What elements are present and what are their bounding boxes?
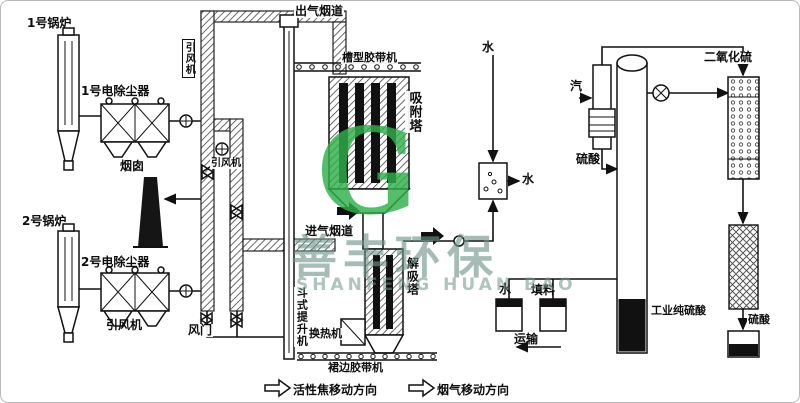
gas-flow-arrow-icon <box>421 227 444 245</box>
label-bucket-elevator: 斗式提升机 <box>294 287 309 347</box>
label-so2: 二氧化硫 <box>703 50 754 65</box>
label-acid-2: 硫酸 <box>747 313 771 327</box>
label-chimney: 烟囱 <box>120 159 145 173</box>
legend-coke-flow: 活性焦移动方向 <box>293 381 377 398</box>
label-fan-2: 引风机 <box>210 158 242 170</box>
label-packing: 填料 <box>531 283 556 297</box>
heat-exchanger-box <box>340 318 366 346</box>
fan-icon <box>179 284 193 298</box>
label-skirt-belt: 裙边胶带机 <box>327 361 384 375</box>
label-steam: 汽 <box>570 79 583 93</box>
valve-icon <box>229 203 244 221</box>
so2-tower <box>727 76 760 180</box>
esp-1 <box>100 97 170 158</box>
label-transport: 运输 <box>514 332 539 346</box>
label-inlet-flue: 进气烟道 <box>304 224 355 239</box>
hollow-arrow-icon <box>264 378 292 398</box>
packing-tank <box>539 298 567 332</box>
esp-2 <box>100 266 170 327</box>
label-water-tank: 水 <box>499 282 512 296</box>
skirt-belt <box>297 352 437 361</box>
valve-circle-icon <box>453 235 465 247</box>
legend-coke-label: 活性焦移动方向 <box>293 383 378 397</box>
gas-flow-arrow-icon <box>337 202 360 220</box>
hollow-arrow-icon <box>408 378 436 398</box>
label-damper: 风门 <box>187 323 214 338</box>
label-boiler-2: 2号锅炉 <box>22 214 67 228</box>
label-heat-exchanger: 换热机 <box>308 327 343 341</box>
stripper-column <box>588 64 616 150</box>
label-fan-3: 引风机 <box>106 318 143 332</box>
label-water-out: 水 <box>522 172 535 186</box>
label-esp-1: 1号电除尘器 <box>81 84 150 98</box>
boiler-2 <box>57 223 80 343</box>
water-tank <box>495 298 523 332</box>
label-boiler-1: 1号锅炉 <box>27 16 72 30</box>
fan-icon <box>215 142 229 156</box>
acid-product-tank <box>727 330 760 358</box>
label-outlet-flue: 出气烟道 <box>294 4 345 19</box>
label-desorption-tower: 解吸塔 <box>404 257 420 296</box>
damper-icon <box>199 311 214 329</box>
label-adsorption-tower: 吸附塔 <box>405 91 422 133</box>
acid-column <box>616 54 648 354</box>
label-water-in: 水 <box>482 40 495 54</box>
packed-vessel <box>728 224 759 310</box>
desorption-tower-body <box>363 248 405 354</box>
legend-gas-flow: 烟气移动方向 <box>437 381 509 398</box>
boiler-1 <box>57 27 80 171</box>
flue-duct-bridge <box>213 118 231 132</box>
label-trough-belt: 槽型胶带机 <box>341 51 398 65</box>
damper-icon <box>229 311 244 329</box>
scrubber-vessel <box>478 162 508 200</box>
chimney-stack <box>133 177 168 248</box>
label-acid-1: 硫酸 <box>576 152 601 166</box>
pump-icon <box>652 84 670 102</box>
fan-icon <box>179 114 193 128</box>
legend-gas-label: 烟气移动方向 <box>437 383 510 397</box>
bucket-elevator-shaft <box>279 14 299 360</box>
label-industrial-acid: 工业纯硫酸 <box>650 304 707 318</box>
label-fan-1: 引风机 <box>182 39 196 78</box>
label-esp-2: 2号电除尘器 <box>81 255 150 269</box>
